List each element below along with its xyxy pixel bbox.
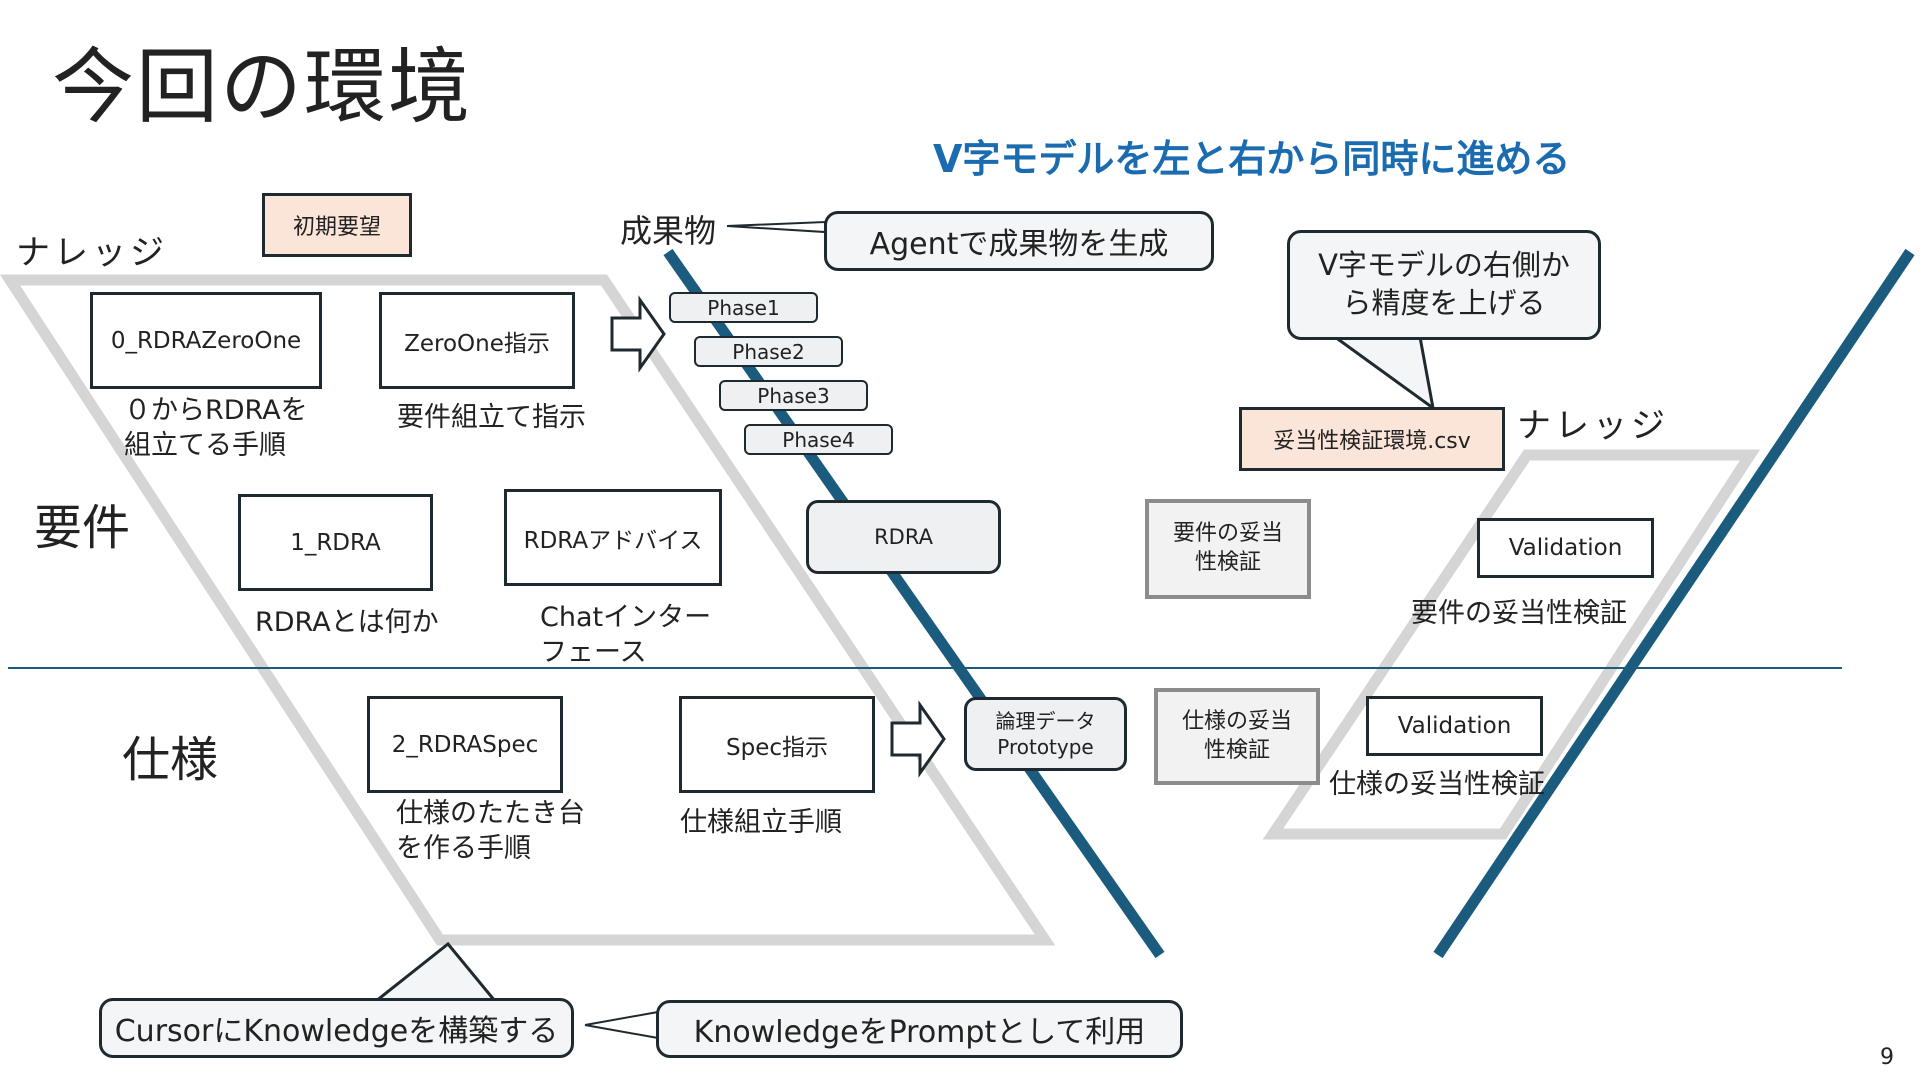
- knowledge-frame-right: [1262, 449, 1761, 840]
- phase-4: Phase4: [744, 424, 893, 455]
- speech-tail: [371, 941, 499, 1003]
- knowledge-label-left: ナレッジ: [16, 233, 168, 273]
- zeroone-caption: ０からRDRAを 組立てる手順: [124, 395, 308, 462]
- rdra1-caption: RDRAとは何か: [255, 607, 439, 638]
- initial-request-box: 初期要望: [262, 193, 412, 257]
- rdra-advice-box: RDRAアドバイス: [504, 489, 722, 586]
- subtitle: V字モデルを左と右から同時に進める: [933, 137, 1571, 181]
- rdra-advice-caption: Chatインター フェース: [540, 602, 712, 669]
- v-line-left: [663, 248, 1165, 959]
- phase-1: Phase1: [669, 292, 818, 323]
- rdra1-box: 1_RDRA: [238, 494, 433, 591]
- v-line-right: [1433, 248, 1915, 959]
- prompt-callout: KnowledgeをPromptとして利用: [656, 1000, 1183, 1058]
- speech-tail: [1330, 335, 1436, 412]
- validation-requirement-box: Validation: [1477, 518, 1654, 578]
- validation-env-csv-box: 妥当性検証環境.csv: [1239, 407, 1505, 471]
- knowledge-frame-left: [0, 274, 1056, 946]
- rdra-spec-box: 2_RDRASpec: [367, 696, 563, 793]
- requirement-label: 要件: [34, 500, 131, 556]
- phase-3: Phase3: [719, 380, 868, 411]
- connector-line: [726, 220, 826, 234]
- zeroone-instruction-caption: 要件組立て指示: [397, 402, 586, 433]
- spec-instruction-box: Spec指示: [679, 696, 875, 793]
- page-title: 今回の環境: [52, 40, 473, 135]
- v-right-callout: V字モデルの右側か ら精度を上げる: [1287, 230, 1601, 340]
- rdra-output-box: RDRA: [806, 500, 1001, 574]
- rdra-zeroone-box: 0_RDRAZeroOne: [90, 292, 322, 389]
- connector-line: [584, 1010, 659, 1040]
- logical-data-prototype-box: 論理データ Prototype: [964, 697, 1127, 771]
- agent-callout: Agentで成果物を生成: [824, 211, 1214, 271]
- spec-instruction-caption: 仕様組立手順: [680, 807, 842, 838]
- validation-requirement-caption: 要件の妥当性検証: [1411, 598, 1627, 629]
- validation-spec-box: Validation: [1366, 696, 1543, 756]
- spec-validation-box: 仕様の妥当 性検証: [1154, 688, 1320, 785]
- requirement-validation-box: 要件の妥当 性検証: [1145, 499, 1311, 599]
- rdra-spec-caption: 仕様のたたき台 を作る手順: [396, 798, 585, 865]
- arrow-right-icon: [890, 700, 946, 778]
- specification-label: 仕様: [122, 732, 219, 788]
- arrow-right-icon: [610, 295, 666, 373]
- phase-2: Phase2: [694, 336, 843, 367]
- cursor-callout: CursorにKnowledgeを構築する: [99, 998, 574, 1058]
- deliverables-label: 成果物: [620, 212, 717, 250]
- zeroone-instruction-box: ZeroOne指示: [379, 292, 575, 389]
- page-number: 9: [1880, 1045, 1894, 1070]
- knowledge-label-right: ナレッジ: [1517, 406, 1669, 446]
- validation-spec-caption: 仕様の妥当性検証: [1329, 769, 1545, 800]
